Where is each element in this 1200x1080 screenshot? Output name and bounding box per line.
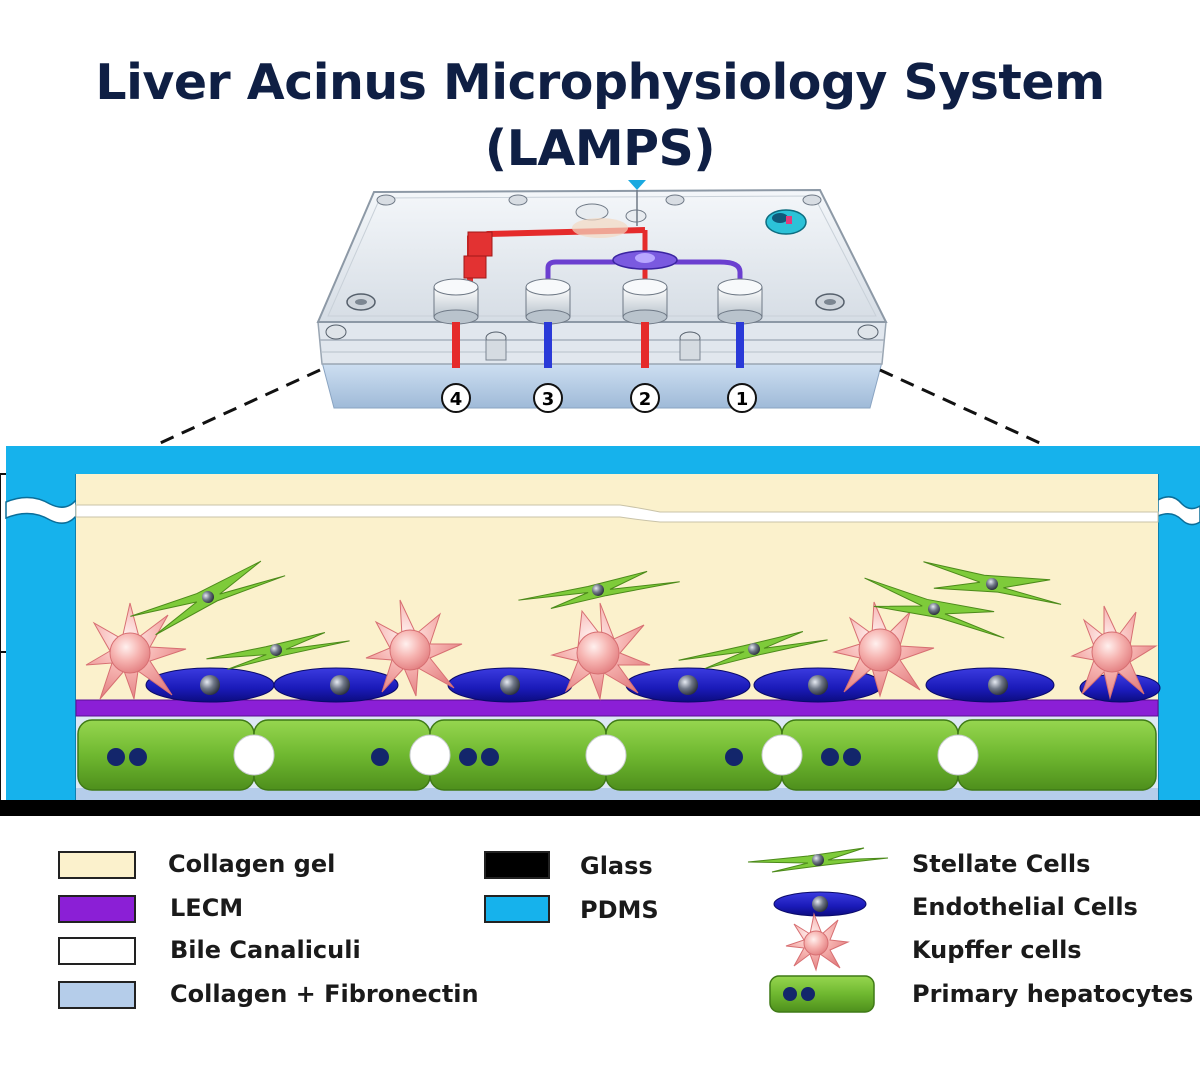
hepatocyte-row [77, 719, 1157, 791]
stellate-cell [206, 632, 350, 670]
device-glass-base [321, 361, 883, 409]
device-port-tubes [452, 322, 744, 368]
bile-canaliculus [409, 734, 451, 776]
pdms-label: PDMS [580, 896, 659, 924]
lecm-layer [75, 699, 1159, 717]
stellate-cell [678, 631, 828, 669]
glass-layer [0, 800, 1200, 816]
glass-label: Glass [580, 852, 653, 880]
device-side-wall [317, 321, 887, 365]
port-2-label: 2 [639, 389, 652, 410]
hepatocytes-label: Primary hepatocytes [912, 980, 1194, 1008]
lecm-swatch [58, 895, 136, 923]
collagen-gel-swatch [58, 851, 136, 879]
bile-canaliculus [761, 734, 803, 776]
stellate-cell [518, 570, 680, 609]
hepatocyte [253, 719, 431, 791]
bile-canaliculus [937, 734, 979, 776]
kupffer-cell [1070, 605, 1158, 700]
lecm-label: LECM [170, 894, 244, 922]
cross-section [0, 446, 1200, 816]
port-2: 2 [630, 383, 660, 413]
kupffer-cells [85, 599, 1158, 701]
kupffer-cell [832, 601, 935, 698]
zoom-line-left [157, 368, 321, 446]
device-wells [433, 278, 763, 325]
zoom-line-right [879, 368, 1043, 446]
port-labels: 4 3 2 1 [441, 383, 757, 413]
hepatocyte [781, 719, 959, 791]
port-4: 4 [441, 383, 471, 413]
collagen-gel-label: Collagen gel [168, 850, 336, 878]
collagen-fibronectin-swatch [58, 981, 136, 1009]
collagen-fibronectin-label: Collagen + Fibronectin [170, 980, 479, 1008]
stellate-cell [864, 577, 1005, 639]
kupffer-cell [550, 602, 651, 701]
port-1: 1 [727, 383, 757, 413]
stellate-cell [923, 561, 1062, 605]
port-4-label: 4 [450, 389, 463, 410]
kupffer-cell [85, 602, 187, 700]
port-1-label: 1 [736, 389, 749, 410]
bile-canaliculus [585, 734, 627, 776]
title-line-2: (LAMPS) [484, 120, 716, 177]
break-mark-right [1157, 496, 1200, 526]
stellate-cell [130, 560, 286, 636]
stellate-legend-icon [747, 847, 889, 873]
device-corner-screws [325, 293, 879, 361]
bile-canaliculi-swatch [58, 937, 136, 965]
kupffer-legend-icon [785, 912, 850, 972]
well-4 [433, 278, 479, 325]
stellate-label: Stellate Cells [912, 850, 1091, 878]
hepatocyte [957, 719, 1157, 791]
legend-icons [747, 847, 889, 1013]
well-3 [525, 278, 571, 325]
hepatocyte-legend-icon [769, 975, 875, 1013]
glass-swatch [484, 851, 550, 879]
lamps-device: 4 3 2 1 [316, 180, 888, 413]
bile-canaliculus [233, 734, 275, 776]
bile-canaliculi-label: Bile Canaliculi [170, 936, 361, 964]
hepatocyte [605, 719, 783, 791]
port-3-label: 3 [542, 389, 555, 410]
well-1 [717, 278, 763, 325]
hepatocyte [429, 719, 607, 791]
pdms-top [6, 446, 1200, 474]
title-line-1: Liver Acinus Microphysiology System [95, 54, 1105, 111]
inlet-marker [628, 180, 646, 190]
diagram-title: Liver Acinus Microphysiology System (LAM… [0, 50, 1200, 182]
pdms-swatch [484, 895, 550, 923]
well-2 [622, 278, 668, 325]
endothelial-label: Endothelial Cells [912, 893, 1138, 921]
endothelial-legend-icon [773, 891, 867, 917]
kupffer-label: Kupffer cells [912, 936, 1082, 964]
stellate-cells [130, 560, 1062, 670]
hepatocyte [77, 719, 255, 791]
kupffer-cell [365, 599, 463, 697]
membrane-band [75, 504, 1159, 523]
endothelial-cells [145, 667, 1161, 703]
port-3: 3 [533, 383, 563, 413]
device-teal-connector [765, 209, 807, 235]
